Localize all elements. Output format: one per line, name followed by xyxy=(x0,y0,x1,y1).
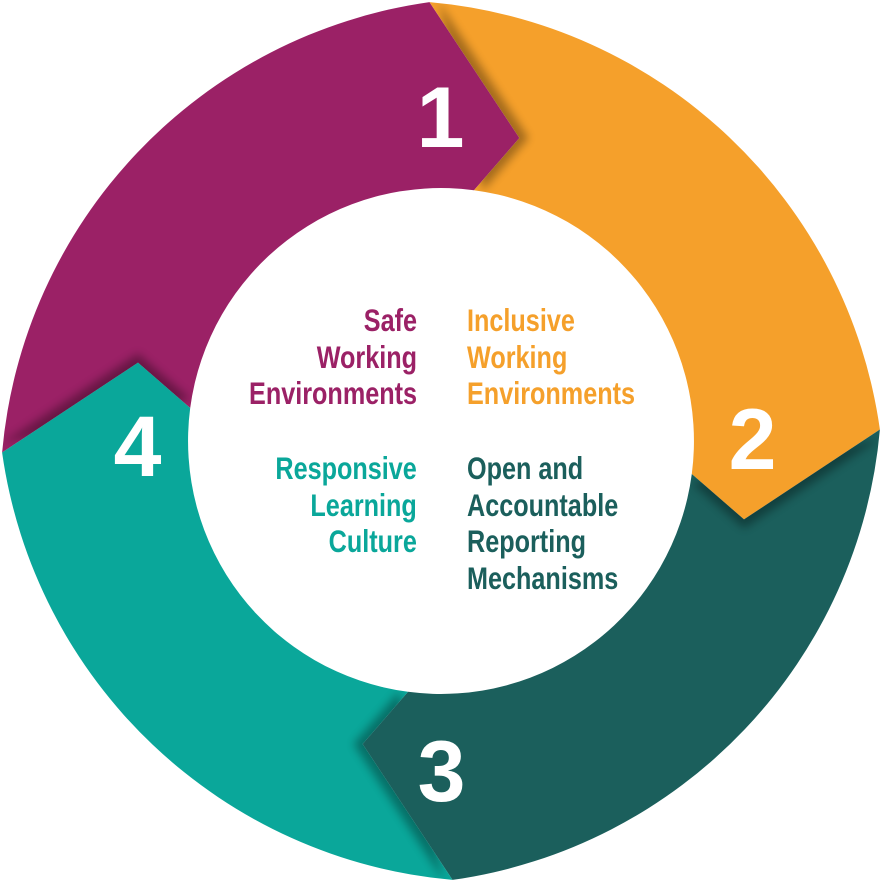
segment-3-label: Open and Accountable Reporting Mechanism… xyxy=(467,450,619,596)
segment-1-arc xyxy=(2,2,520,453)
segment-4-number: 4 xyxy=(113,399,162,495)
segment-1-number: 1 xyxy=(416,70,465,166)
segment-4-label: Responsive Learning Culture xyxy=(275,450,417,559)
segment-2-label: Inclusive Working Environments xyxy=(467,302,636,411)
segment-3-arc xyxy=(362,429,880,880)
segment-2-number: 2 xyxy=(728,392,777,488)
segment-1-label: Safe Working Environments xyxy=(248,302,417,411)
segment-3-number: 3 xyxy=(417,724,466,820)
segment-4-arc xyxy=(2,362,453,880)
segment-2-arc xyxy=(429,2,880,520)
